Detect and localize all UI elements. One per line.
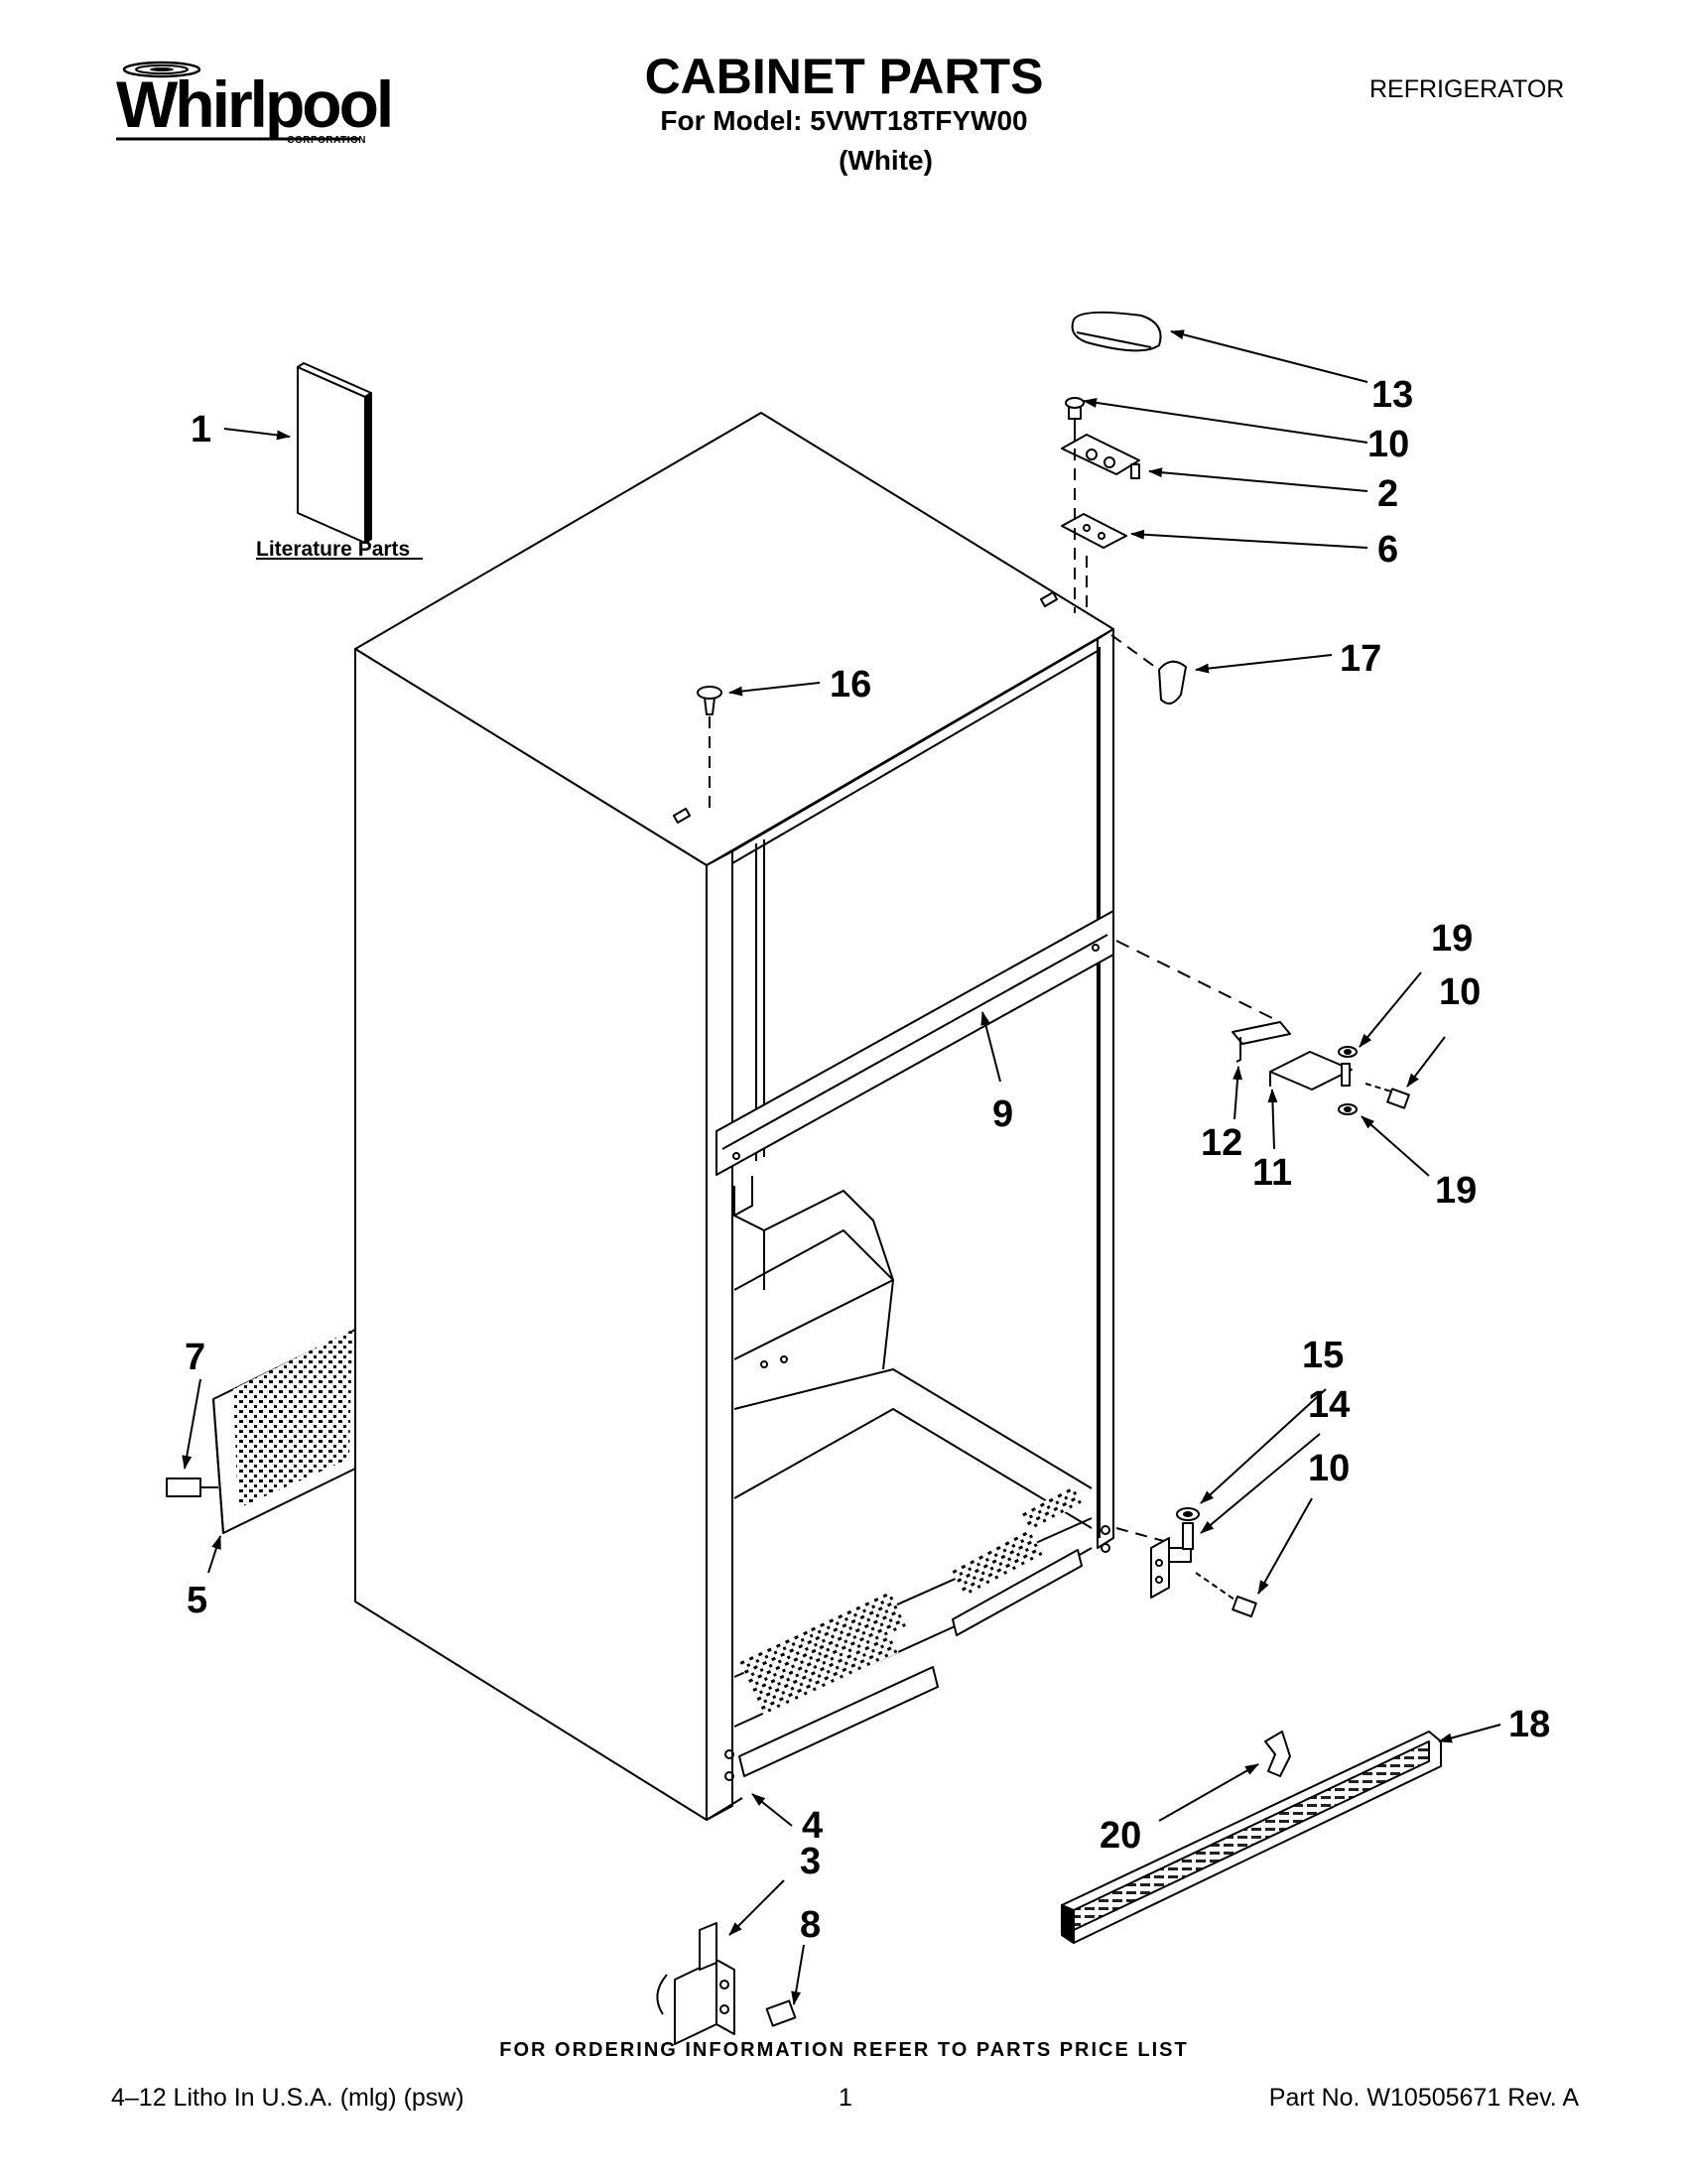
page-title: CABINET PARTS <box>0 52 1688 101</box>
part-17-cover <box>1110 634 1187 705</box>
callout-16: 16 <box>830 664 871 706</box>
part-number: Part No. W10505671 Rev. A <box>1268 2084 1579 2112</box>
callout-13: 13 <box>1371 374 1413 416</box>
callout-10-bottom: 10 <box>1308 1448 1350 1489</box>
brand-name: Whirlpool <box>116 67 394 141</box>
part-20-clip <box>1264 1731 1291 1777</box>
color-text: (White) <box>839 145 933 176</box>
center-hinge-assembly <box>1115 940 1410 1115</box>
callout-1: 1 <box>191 409 211 450</box>
model-color: (White) <box>0 147 1688 175</box>
callout-19-lower: 19 <box>1435 1170 1477 1212</box>
model-number: For Model: 5VWT18TFYW00 <box>0 107 1688 135</box>
callout-10-center: 10 <box>1439 971 1481 1013</box>
part-16-plug <box>697 686 722 812</box>
callout-12: 12 <box>1201 1122 1242 1164</box>
brand-logo: Whirlpool CORPORATION <box>104 60 394 154</box>
rear-access-panel <box>166 1329 356 1534</box>
print-info: 4–12 Litho In U.S.A. (mlg) (psw) <box>111 2084 464 2112</box>
callout-2: 2 <box>1377 473 1398 515</box>
callout-numbers: 1 2 3 4 5 6 7 8 9 10 10 10 11 12 13 14 1… <box>185 374 1550 1946</box>
model-text: For Model: 5VWT18TFYW00 <box>660 105 1028 136</box>
callout-9: 9 <box>992 1093 1013 1135</box>
callout-10-top: 10 <box>1367 424 1409 465</box>
leveling-leg-assembly <box>656 1922 797 2045</box>
leader-lines <box>182 329 1501 2005</box>
callout-20: 20 <box>1100 1815 1141 1857</box>
brand-subtitle: CORPORATION <box>287 135 366 146</box>
page-number: 1 <box>839 2084 852 2112</box>
callout-3: 3 <box>800 1841 821 1882</box>
ordering-note: FOR ORDERING INFORMATION REFER TO PARTS … <box>499 2039 1189 2061</box>
refrigerator-cabinet <box>354 412 1114 1821</box>
title-text: CABINET PARTS <box>644 49 1044 104</box>
toe-grille <box>1061 1731 1442 1944</box>
callout-17: 17 <box>1340 638 1381 680</box>
bottom-hinge-assembly <box>1115 1507 1257 1617</box>
appliance-type: REFRIGERATOR <box>1369 75 1565 103</box>
callout-19-upper: 19 <box>1431 918 1473 960</box>
callout-18: 18 <box>1508 1704 1550 1745</box>
callout-7: 7 <box>185 1337 205 1378</box>
callout-5: 5 <box>187 1580 207 1621</box>
callout-15: 15 <box>1302 1335 1344 1376</box>
logo-swirl-icon <box>116 61 360 141</box>
callout-11: 11 <box>1252 1152 1292 1194</box>
callout-8: 8 <box>800 1904 821 1946</box>
callout-4: 4 <box>802 1805 823 1847</box>
literature-parts-label: Literature Parts <box>256 538 410 561</box>
callout-6: 6 <box>1377 529 1398 571</box>
callout-14: 14 <box>1308 1384 1350 1426</box>
literature-part <box>297 362 372 544</box>
top-hinge-assembly <box>1061 311 1162 613</box>
